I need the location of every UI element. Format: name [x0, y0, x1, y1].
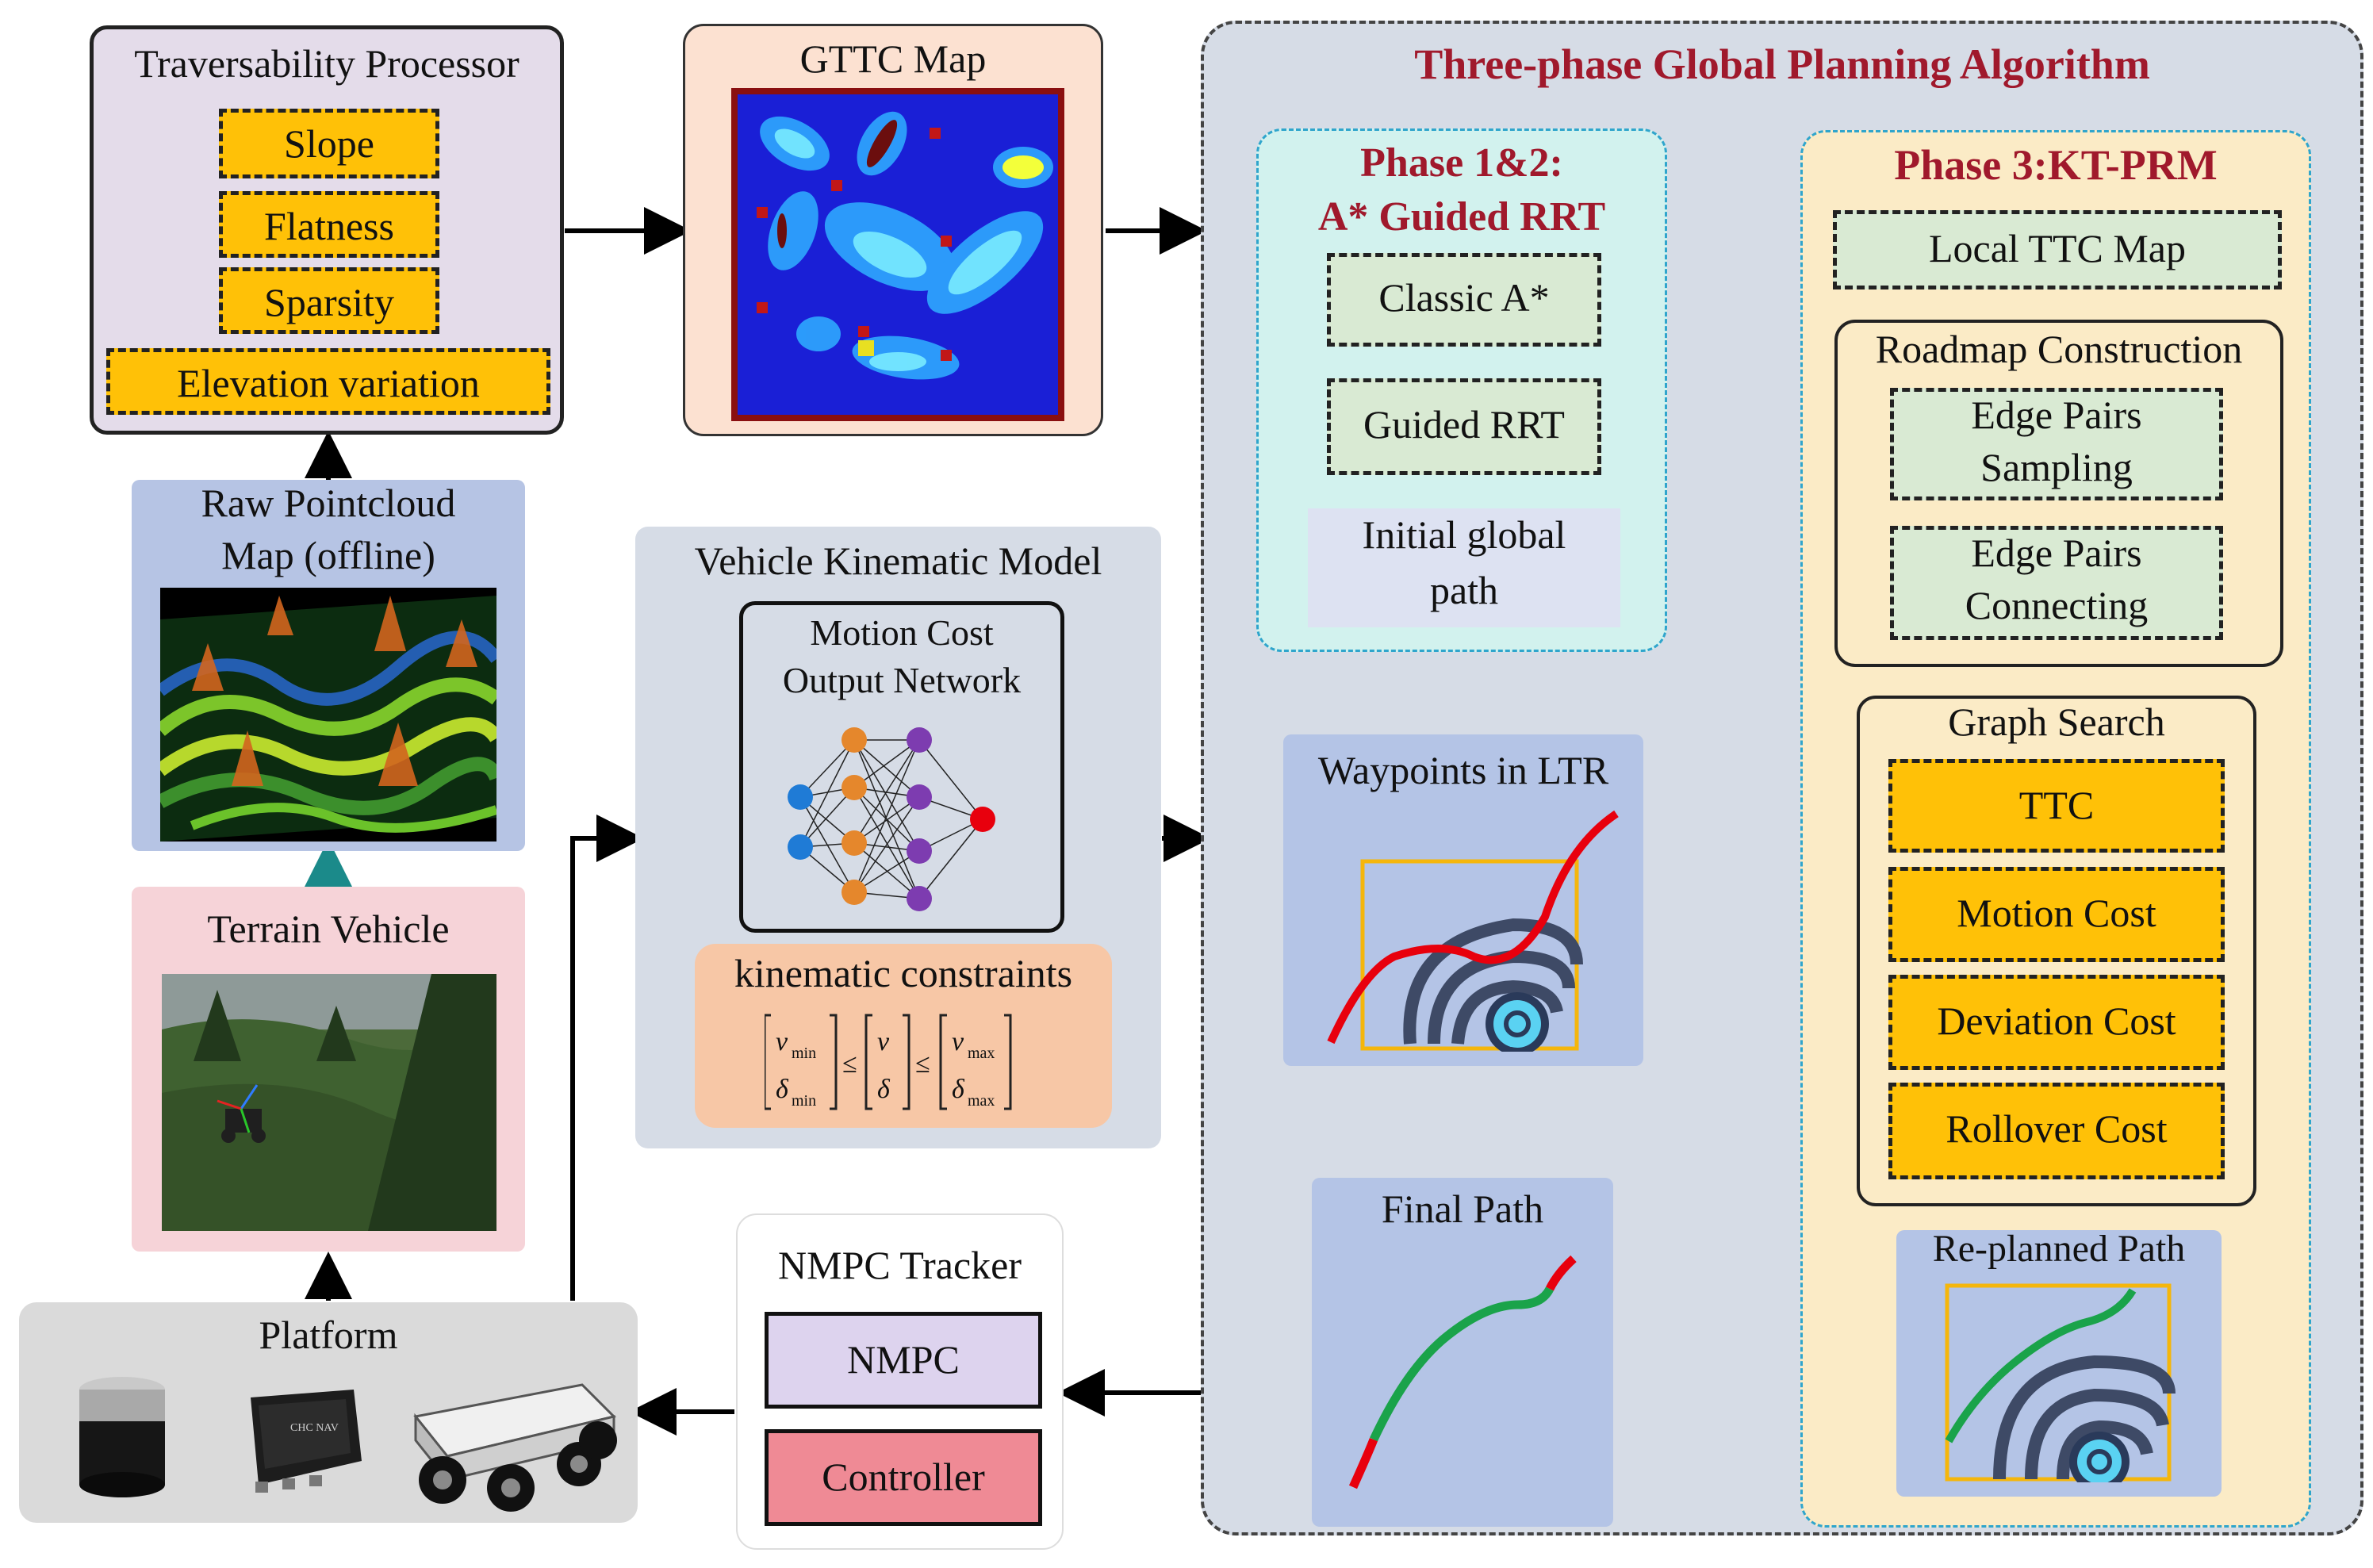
elevation-variation-box: Elevation variation: [106, 348, 550, 415]
edge-pairs-sampling-box: Edge Pairs Sampling: [1890, 388, 2223, 500]
classic-astar-box: Classic A*: [1327, 253, 1601, 347]
edge-sampling-label-1: Edge Pairs: [1971, 393, 2142, 437]
raw-pointcloud-panel: Raw Pointcloud Map (offline): [132, 480, 525, 851]
v-min-sub: min: [792, 1045, 816, 1062]
d-min-sub: min: [792, 1092, 816, 1110]
phase12-panel: Phase 1&2: A* Guided RRT Classic A* Guid…: [1256, 128, 1667, 652]
flatness-box: Flatness: [219, 191, 439, 258]
replanned-path-panel: Re-planned Path: [1896, 1228, 2222, 1497]
initial-path-label-2: path: [1429, 568, 1499, 612]
lidar-icon: [79, 1377, 165, 1497]
rollover-cost-label: Rollover Cost: [1946, 1106, 2168, 1151]
v-max-sub: max: [968, 1045, 995, 1062]
neural-network-icon: [788, 727, 995, 911]
kinematic-title: Vehicle Kinematic Model: [694, 539, 1102, 583]
edge-sampling-label-2: Sampling: [1980, 445, 2133, 489]
d-min-symbol: δ: [776, 1075, 789, 1104]
edge-connecting-label-2: Connecting: [1965, 583, 2149, 627]
final-path-image: [1348, 1255, 1577, 1489]
phase12-title-1: Phase 1&2:: [1360, 140, 1563, 186]
phase3-panel: Phase 3:KT-PRM Local TTC Map Roadmap Con…: [1800, 130, 2311, 1528]
waypoints-ltr-panel: Waypoints in LTR: [1283, 734, 1643, 1066]
waypoints-title: Waypoints in LTR: [1317, 748, 1609, 792]
d-max-symbol: δ: [952, 1075, 965, 1104]
constraints-formula: v δ v δ v δ min min max max ≤ ≤: [765, 1014, 1012, 1110]
kinematic-constraints-box: kinematic constraints v δ v δ v δ min mi…: [695, 944, 1112, 1128]
final-path-panel: Final Path: [1312, 1178, 1613, 1527]
imu-icon: CHC NAV: [251, 1390, 362, 1493]
flatness-label: Flatness: [264, 204, 394, 248]
sparsity-label: Sparsity: [264, 280, 394, 324]
nmpc-box: NMPC: [765, 1312, 1042, 1409]
classic-astar-label: Classic A*: [1378, 275, 1550, 320]
ttc-label: TTC: [2018, 783, 2095, 827]
gttc-title: GTTC Map: [799, 36, 987, 81]
forest-scene-image: [162, 974, 496, 1231]
phase12-title-2: A* Guided RRT: [1317, 194, 1606, 240]
roadmap-title: Roadmap Construction: [1875, 327, 2243, 371]
elevation-variation-label: Elevation variation: [177, 361, 480, 405]
graph-search-box: Graph Search TTC Motion Cost Deviation C…: [1857, 696, 2256, 1206]
network-title-2: Output Network: [782, 660, 1022, 700]
svg-text:CHC NAV: CHC NAV: [290, 1422, 339, 1434]
global-planning-panel: Three-phase Global Planning Algorithm Ph…: [1201, 21, 2363, 1535]
leq-symbol-2: ≤: [915, 1049, 930, 1079]
local-ttc-map-box: Local TTC Map: [1833, 210, 2282, 289]
terrain-vehicle-title: Terrain Vehicle: [207, 907, 450, 951]
d-symbol: δ: [877, 1075, 891, 1104]
guided-rrt-box: Guided RRT: [1327, 378, 1601, 475]
edge-pairs-connecting-box: Edge Pairs Connecting: [1890, 526, 2223, 640]
sparsity-box: Sparsity: [219, 267, 439, 334]
gttc-map-panel: GTTC Map: [683, 24, 1103, 436]
slope-box: Slope: [219, 109, 439, 178]
robot-car-icon: [413, 1383, 617, 1512]
replanned-path-image: [1945, 1283, 2176, 1482]
deviation-cost-box: Deviation Cost: [1888, 975, 2225, 1070]
nmpc-tracker-title: NMPC Tracker: [778, 1243, 1022, 1287]
arrow-platform-to-kinematic: [570, 815, 644, 1301]
motion-cost-network-box: Motion Cost Output Network: [739, 601, 1064, 933]
waypoints-path-image: [1327, 810, 1619, 1052]
replanned-title: Re-planned Path: [1932, 1228, 2186, 1270]
roadmap-construction-box: Roadmap Construction Edge Pairs Sampling…: [1834, 320, 2283, 667]
initial-global-path-box: Initial global path: [1308, 508, 1620, 627]
rollover-cost-box: Rollover Cost: [1888, 1083, 2225, 1179]
motion-cost-box: Motion Cost: [1888, 867, 2225, 962]
local-ttc-map-label: Local TTC Map: [1929, 226, 2186, 270]
constraints-title: kinematic constraints: [734, 951, 1073, 995]
guided-rrt-label: Guided RRT: [1363, 402, 1565, 447]
platform-panel: Platform CHC NAV: [19, 1302, 638, 1523]
v-min-symbol: v: [776, 1027, 788, 1056]
traversability-title: Traversability Processor: [134, 41, 519, 86]
pointcloud-terrain-image: [160, 588, 496, 842]
final-path-title: Final Path: [1381, 1187, 1544, 1231]
ttc-cost-box: TTC: [1888, 759, 2225, 853]
traversability-processor-panel: Traversability Processor Slope Flatness …: [90, 25, 564, 435]
heatmap-image: [731, 88, 1064, 421]
d-max-sub: max: [968, 1092, 995, 1110]
raw-pointcloud-title-2: Map (offline): [221, 533, 435, 577]
network-title-1: Motion Cost: [810, 612, 994, 653]
raw-pointcloud-title-1: Raw Pointcloud: [201, 481, 456, 525]
global-title: Three-phase Global Planning Algorithm: [1414, 40, 2150, 88]
nmpc-tracker-panel: NMPC Tracker NMPC Controller: [736, 1213, 1064, 1550]
phase3-title: Phase 3:KT-PRM: [1894, 141, 2218, 189]
v-symbol: v: [877, 1027, 890, 1056]
initial-path-label-1: Initial global: [1362, 512, 1566, 557]
v-max-symbol: v: [952, 1027, 964, 1056]
motion-cost-label: Motion Cost: [1957, 891, 2156, 935]
platform-title: Platform: [259, 1313, 398, 1357]
leq-symbol-1: ≤: [842, 1049, 857, 1079]
deviation-cost-label: Deviation Cost: [1937, 999, 2176, 1043]
graph-search-title: Graph Search: [1948, 700, 2165, 744]
controller-label: Controller: [822, 1455, 985, 1499]
kinematic-model-panel: Vehicle Kinematic Model Motion Cost Outp…: [635, 527, 1161, 1148]
nmpc-label: NMPC: [847, 1337, 960, 1382]
controller-box: Controller: [765, 1429, 1042, 1526]
terrain-vehicle-panel: Terrain Vehicle: [132, 887, 525, 1252]
edge-connecting-label-1: Edge Pairs: [1971, 531, 2142, 575]
slope-label: Slope: [284, 121, 374, 166]
